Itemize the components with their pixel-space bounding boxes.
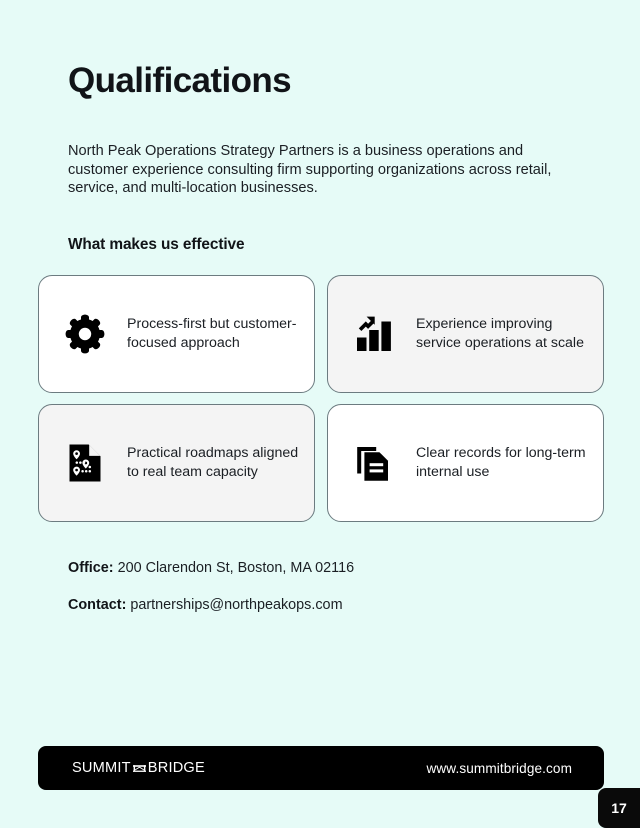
feature-card-label: Process-first but customer-focused appro… — [127, 315, 297, 351]
feature-card-label: Practical roadmaps aligned to real team … — [127, 444, 299, 480]
office-line: Office: 200 Clarendon St, Boston, MA 021… — [68, 560, 354, 576]
documents-copy-icon — [350, 439, 398, 487]
feature-card-experience-scale[interactable]: Experience improving service operations … — [327, 275, 604, 393]
gear-icon — [61, 310, 109, 358]
page-title: Qualifications — [68, 61, 292, 100]
footer-bar: SUMMIT BRIDGE www.summitbridge.com — [38, 746, 604, 790]
brand-logo: SUMMIT BRIDGE — [72, 760, 205, 776]
feature-card-practical-roadmaps[interactable]: Practical roadmaps aligned to real team … — [38, 404, 315, 522]
bar-chart-growth-icon — [350, 310, 398, 358]
footer-website-url[interactable]: www.summitbridge.com — [426, 760, 572, 776]
page-number-badge: 17 — [598, 788, 640, 828]
intro-paragraph: North Peak Operations Strategy Partners … — [68, 143, 552, 197]
brand-name-right: BRIDGE — [147, 760, 205, 776]
office-value: 200 Clarendon St, Boston, MA 02116 — [117, 560, 355, 576]
brand-name-left: SUMMIT — [72, 760, 131, 776]
roadmap-document-icon — [61, 439, 109, 487]
bridge-logo-icon — [132, 761, 147, 775]
feature-card-process-first[interactable]: Process-first but customer-focused appro… — [38, 275, 315, 393]
feature-card-label: Experience improving service operations … — [416, 315, 584, 351]
feature-card-clear-records[interactable]: Clear records for long-term internal use — [327, 404, 604, 522]
feature-card-label: Clear records for long-term internal use — [416, 444, 586, 480]
contact-label: Contact: — [68, 597, 127, 613]
contact-line: Contact: partnerships@northpeakops.com — [68, 597, 343, 613]
office-label: Office: — [68, 560, 114, 576]
section-subheading: What makes us effective — [68, 236, 245, 253]
contact-email-value[interactable]: partnerships@northpeakops.com — [130, 597, 343, 613]
feature-card-grid: Process-first but customer-focused appro… — [38, 275, 604, 522]
